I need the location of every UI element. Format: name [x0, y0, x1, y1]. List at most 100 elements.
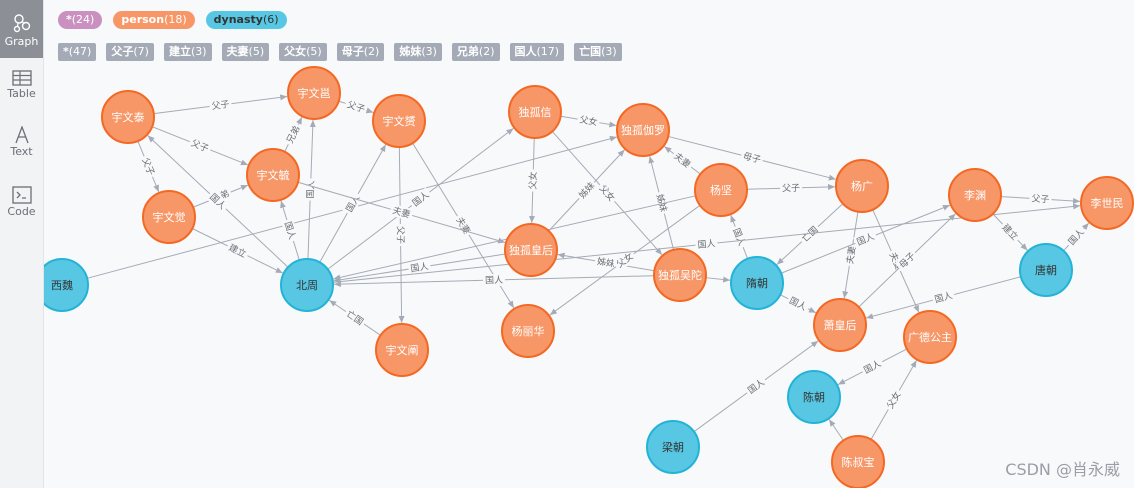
edge-label-bg [797, 222, 823, 247]
node-circle[interactable] [831, 435, 885, 488]
node-circle[interactable] [653, 248, 707, 302]
node-label: 宇文赟 [383, 114, 416, 128]
node-circle[interactable] [142, 190, 196, 244]
rel-type-wangguo[interactable]: 亡国(3) [574, 43, 622, 61]
rel-type-fuzi[interactable]: 父子(7) [106, 43, 154, 61]
edge-duguhuituo-suichao[interactable] [705, 276, 731, 283]
node-yanglihua[interactable]: 杨丽华 [501, 304, 555, 358]
node-circle[interactable] [372, 94, 426, 148]
edge-label: 父女 [527, 171, 540, 189]
node-label: 独孤信 [519, 106, 552, 119]
node-circle[interactable] [1080, 176, 1134, 230]
node-xiwei[interactable]: 西魏 [44, 258, 89, 312]
node-tangchao[interactable]: 唐朝 [1019, 243, 1073, 297]
node-duguxin[interactable]: 独孤信 [508, 85, 562, 139]
node-circle[interactable] [44, 258, 89, 312]
node-chenshubao[interactable]: 陈叔宝 [831, 435, 885, 488]
edge-chenshubao-chenchao[interactable] [828, 419, 844, 441]
node-circle[interactable] [504, 223, 558, 277]
node-yangguang[interactable]: 杨广 [835, 159, 889, 213]
node-circle[interactable] [287, 66, 341, 120]
edge-label: 国人 [697, 238, 716, 251]
node-liyuan[interactable]: 李渊 [948, 168, 1002, 222]
sidebar-item-graph[interactable]: Graph [0, 0, 43, 58]
node-circle[interactable] [948, 168, 1002, 222]
rel-type-fuqi[interactable]: 夫妻(5) [221, 43, 270, 61]
sidebar-item-table[interactable]: Table [0, 70, 43, 114]
rel-count: (3) [190, 45, 207, 58]
edge-label-bg [138, 154, 159, 179]
node-circle[interactable] [787, 370, 841, 424]
node-circle[interactable] [501, 304, 555, 358]
edge-label-bg [779, 181, 803, 195]
node-lishimin[interactable]: 李世民 [1080, 176, 1134, 230]
node-beizhou[interactable]: 北周 [280, 258, 334, 312]
sidebar-item-label: Table [7, 87, 36, 100]
node-guangdegongzhu[interactable]: 广德公主 [903, 310, 957, 364]
node-circle[interactable] [813, 298, 867, 352]
node-xiaohuanghou[interactable]: 萧皇后 [813, 298, 867, 352]
sidebar-item-text[interactable]: Text [0, 126, 43, 170]
node-yuwenyong[interactable]: 宇文邕 [287, 66, 341, 120]
node-label: 杨坚 [710, 183, 732, 197]
edge-label: 母子 [742, 151, 762, 166]
rel-type-muzi[interactable]: 母子(2) [336, 43, 385, 61]
node-label: 杨丽华 [512, 324, 545, 338]
rel-label: 建立 [168, 45, 191, 58]
node-duguhuituo[interactable]: 独孤吴陀 [653, 248, 707, 302]
node-suichao[interactable]: 隋朝 [730, 256, 784, 310]
edge-label-bg [408, 187, 433, 211]
edge-label-bg [526, 169, 540, 192]
node-circle[interactable] [616, 103, 670, 157]
node-circle[interactable] [646, 420, 700, 474]
rel-type-jianli[interactable]: 建立(3) [163, 43, 212, 61]
node-circle[interactable] [1019, 243, 1073, 297]
node-circle[interactable] [694, 163, 748, 217]
rel-type-xiongdi[interactable]: 兄弟(2) [451, 43, 500, 61]
node-yuwenyu[interactable]: 宇文毓 [246, 148, 300, 202]
node-circle[interactable] [903, 310, 957, 364]
edge-label: 国人 [933, 290, 953, 305]
node-yuwenyun[interactable]: 宇文赟 [372, 94, 426, 148]
sidebar-item-code[interactable]: Code [0, 186, 43, 230]
node-circle[interactable] [835, 159, 889, 213]
node-dugujialuo[interactable]: 独孤伽罗 [616, 103, 670, 157]
rel-type-funv[interactable]: 父女(5) [279, 43, 327, 61]
rel-label: 国人 [514, 45, 537, 58]
node-circle[interactable] [730, 256, 784, 310]
node-label-all[interactable]: *(24) [58, 11, 103, 29]
node-label: 唐朝 [1035, 263, 1057, 277]
node-yuwenjue[interactable]: 宇文觉 [142, 190, 196, 244]
node-circle[interactable] [508, 85, 562, 139]
node-circle[interactable] [101, 90, 155, 144]
edge-label-bg [342, 306, 368, 329]
graph-canvas[interactable]: 父子父子父子兄弟兄弟父子父子夫妻建立国人国人国人国人国人亡国国人国人夫妻父女父女… [44, 60, 1134, 488]
node-label-person[interactable]: person(18) [113, 11, 195, 29]
node-yuwenchan[interactable]: 宇文阐 [375, 323, 429, 377]
node-circle[interactable] [246, 148, 300, 202]
node-yangjian[interactable]: 杨坚 [694, 163, 748, 217]
node-duguhuanghou[interactable]: 独孤皇后 [504, 223, 558, 277]
rel-label: 亡国 [579, 45, 602, 58]
edge-label-bg [343, 97, 369, 116]
node-liangchao[interactable]: 梁朝 [646, 420, 700, 474]
node-label: 李世民 [1091, 196, 1124, 210]
node-yuwentai[interactable]: 宇文泰 [101, 90, 155, 144]
node-label-dynasty[interactable]: dynasty(6) [205, 11, 287, 29]
node-chenchao[interactable]: 陈朝 [787, 370, 841, 424]
node-circle[interactable] [375, 323, 429, 377]
relationship-type-bar: *(47)父子(7)建立(3)夫妻(5)父女(5)母子(2)姊妹(3)兄弟(2)… [58, 40, 632, 61]
rel-type-all[interactable]: *(47) [58, 43, 97, 61]
edge-label-bg [208, 97, 233, 113]
rel-label: 父女 [284, 45, 307, 58]
sidebar-item-label: Text [10, 145, 33, 158]
edge-label-bg [304, 178, 317, 201]
rel-count: (3) [601, 45, 617, 58]
node-circle[interactable] [280, 258, 334, 312]
edge-label-bg [931, 288, 956, 307]
edge-label-bg [407, 259, 432, 276]
edge-label-bg [282, 121, 304, 147]
edge-label-bg [1064, 224, 1089, 250]
rel-type-guoren[interactable]: 国人(17) [509, 43, 565, 61]
rel-type-zimei[interactable]: 姊妹(3) [394, 43, 442, 61]
